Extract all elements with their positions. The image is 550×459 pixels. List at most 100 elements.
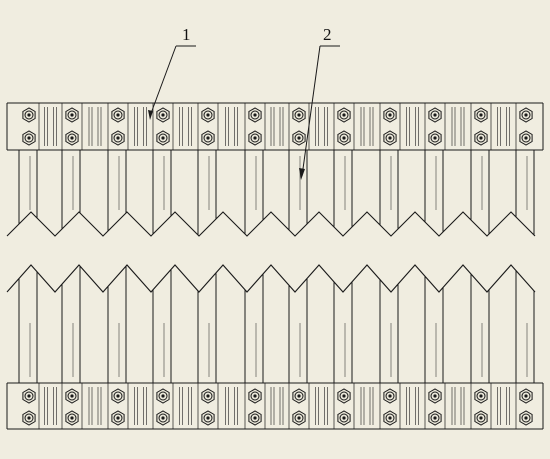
bolt-center: [70, 394, 74, 398]
bolt-hole: [339, 110, 349, 120]
bolt-hole: [67, 133, 77, 143]
bolt-hole: [294, 413, 304, 423]
bolt-hole: [430, 133, 440, 143]
zigzag-edge: [6, 264, 536, 293]
bolt-center: [297, 136, 301, 140]
bolt-center: [116, 394, 120, 398]
bolt-center: [479, 136, 483, 140]
bolt-hole: [385, 391, 395, 401]
bolt-hole: [158, 391, 168, 401]
callout-label-1: 1: [182, 25, 191, 44]
bolt-hole: [521, 413, 531, 423]
bolt-center: [297, 416, 301, 420]
bolt-hole: [385, 110, 395, 120]
bolt-center: [388, 113, 392, 117]
bolt-center: [206, 113, 210, 117]
leader-line-2-diagonal: [301, 45, 321, 177]
bolt-hole: [521, 110, 531, 120]
upper-teeth-array: [6, 150, 536, 237]
bolt-center: [297, 394, 301, 398]
bolt-center: [524, 113, 528, 117]
bolt-center: [206, 394, 210, 398]
bolt-hole: [294, 110, 304, 120]
bolt-hole: [430, 413, 440, 423]
bolt-hole: [24, 110, 34, 120]
bolt-hole: [67, 110, 77, 120]
bolt-center: [253, 394, 257, 398]
bolt-center: [116, 416, 120, 420]
bolt-center: [433, 136, 437, 140]
bolt-hole: [250, 413, 260, 423]
callout-1: 1: [148, 25, 196, 120]
bolt-hole: [203, 110, 213, 120]
bolt-center: [70, 113, 74, 117]
bolt-center: [27, 136, 31, 140]
bolt-hole: [521, 391, 531, 401]
bolt-hole: [339, 413, 349, 423]
bolt-center: [27, 113, 31, 117]
bolt-hole: [24, 413, 34, 423]
bolt-center: [70, 136, 74, 140]
bolt-center: [116, 136, 120, 140]
bolt-hole: [294, 133, 304, 143]
bolt-hole: [250, 110, 260, 120]
bolt-hole: [24, 391, 34, 401]
bolt-hole: [385, 133, 395, 143]
bolt-hole: [476, 391, 486, 401]
bolt-hole: [521, 133, 531, 143]
bolt-center: [524, 394, 528, 398]
bolt-center: [388, 394, 392, 398]
bolt-hole: [385, 413, 395, 423]
bolt-hole: [339, 391, 349, 401]
bolt-hole: [430, 110, 440, 120]
bolt-center: [524, 136, 528, 140]
bolt-hole: [158, 413, 168, 423]
bolt-center: [433, 416, 437, 420]
bolt-center: [388, 416, 392, 420]
bolt-hole: [158, 110, 168, 120]
leader-line-1-diagonal: [149, 45, 177, 117]
bolt-hole: [203, 413, 213, 423]
bolt-center: [27, 394, 31, 398]
bolt-hole: [250, 391, 260, 401]
bolt-hole: [203, 391, 213, 401]
bolt-center: [253, 136, 257, 140]
leader-arrow-1: [148, 110, 153, 120]
bolt-hole: [158, 133, 168, 143]
bolt-hole: [476, 110, 486, 120]
bolt-hole: [430, 391, 440, 401]
bolt-hole: [476, 133, 486, 143]
bolt-center: [70, 416, 74, 420]
bolt-hole: [476, 413, 486, 423]
bolt-center: [433, 113, 437, 117]
bolt-hole: [113, 391, 123, 401]
bolt-hole: [113, 133, 123, 143]
bolt-center: [27, 416, 31, 420]
bolt-center: [342, 394, 346, 398]
lower-teeth-array: [6, 264, 536, 383]
bolt-hole: [339, 133, 349, 143]
bolt-center: [524, 416, 528, 420]
bolt-center: [297, 113, 301, 117]
bolt-center: [206, 136, 210, 140]
bolt-center: [161, 394, 165, 398]
bottom-bolt-band: [6, 382, 544, 430]
bolt-hole: [294, 391, 304, 401]
bolt-hole: [67, 391, 77, 401]
bolt-center: [433, 394, 437, 398]
leader-arrow-2: [299, 168, 305, 180]
bolt-center: [253, 416, 257, 420]
bolt-center: [253, 113, 257, 117]
bolt-center: [479, 416, 483, 420]
bolt-center: [342, 416, 346, 420]
bolt-center: [342, 113, 346, 117]
bolt-hole: [24, 133, 34, 143]
bolt-center: [479, 394, 483, 398]
bolt-hole: [203, 133, 213, 143]
bolt-center: [479, 113, 483, 117]
bolt-center: [161, 416, 165, 420]
bolt-center: [116, 113, 120, 117]
bolt-center: [342, 136, 346, 140]
